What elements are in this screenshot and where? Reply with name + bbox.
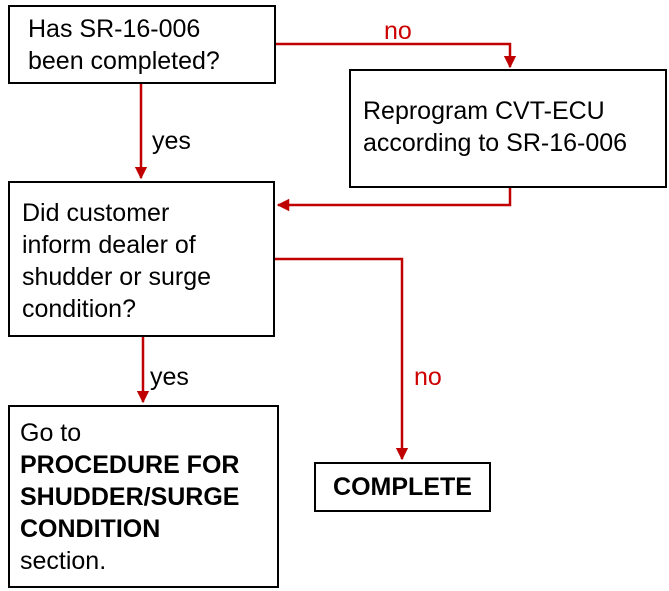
node-complete-label: COMPLETE bbox=[333, 473, 472, 501]
edge-reprogram-to-q2 bbox=[276, 188, 512, 212]
node-text-line: section. bbox=[20, 547, 107, 575]
edge-label-q1-yes: yes bbox=[152, 127, 191, 155]
node-complete: COMPLETE bbox=[314, 462, 491, 512]
node-text-line: according to SR-16-006 bbox=[363, 129, 628, 157]
node-text-line: Go to bbox=[20, 419, 82, 447]
node-text-line: condition? bbox=[22, 295, 136, 323]
edge-label-q1-no: no bbox=[384, 17, 412, 45]
edge-label-q2-no: no bbox=[414, 363, 442, 391]
node-text-line: Did customer bbox=[22, 199, 170, 227]
node-text-line: Reprogram CVT-ECU bbox=[363, 97, 605, 125]
node-text-line: inform dealer of bbox=[22, 231, 196, 259]
node-text-bold-line: PROCEDURE FOR bbox=[20, 451, 240, 479]
node-text-bold-line: CONDITION bbox=[20, 515, 161, 543]
node-text-line: been completed? bbox=[28, 47, 220, 75]
node-q1-sr-completed: Has SR-16-006 been completed? bbox=[8, 5, 276, 84]
node-reprogram-cvt-ecu: Reprogram CVT-ECU according to SR-16-006 bbox=[349, 69, 667, 188]
edge-label-q2-yes: yes bbox=[150, 363, 189, 391]
node-goto-procedure: Go to PROCEDURE FOR SHUDDER/SURGE CONDIT… bbox=[8, 405, 279, 588]
node-text-line: shudder or surge bbox=[22, 263, 212, 291]
edge-q2-no-to-complete bbox=[275, 257, 409, 461]
edge-q1-no-to-reprogram bbox=[276, 42, 517, 69]
node-text-line: Has SR-16-006 bbox=[28, 15, 201, 43]
node-q2-customer-informed: Did customer inform dealer of shudder or… bbox=[8, 181, 275, 337]
node-text-bold-line: SHUDDER/SURGE bbox=[20, 483, 240, 511]
